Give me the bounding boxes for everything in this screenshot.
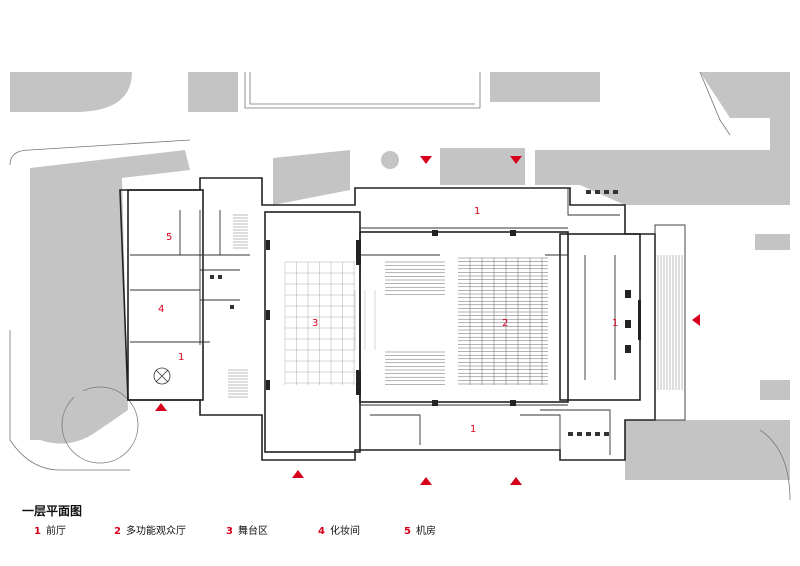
red-triangle-icon <box>420 156 432 164</box>
red-triangle-icon <box>510 156 522 164</box>
west-rotunda <box>153 367 171 385</box>
red-triangle-icon <box>292 470 304 478</box>
east-steps <box>657 255 683 390</box>
room-label: 1 <box>474 206 480 217</box>
columns <box>266 230 641 406</box>
room-label: 4 <box>158 304 164 315</box>
entrance-markers <box>155 156 700 485</box>
room-label: 2 <box>502 318 508 329</box>
west-stairs <box>228 214 248 398</box>
room-label: 1 <box>612 318 618 329</box>
red-triangle-icon <box>510 477 522 485</box>
stage-grid <box>284 261 376 385</box>
trees <box>74 151 789 402</box>
red-triangle-icon <box>420 477 432 485</box>
auditorium-seats <box>385 257 548 385</box>
site-lines <box>9 71 791 501</box>
room-label: 1 <box>470 424 476 435</box>
red-triangle-icon <box>692 314 700 326</box>
toilet-fixtures <box>210 190 618 436</box>
red-triangle-icon <box>155 403 167 411</box>
room-label: 5 <box>166 232 172 243</box>
interior-walls <box>130 188 620 455</box>
room-label: 1 <box>178 352 184 363</box>
room-labels: 1 1 1 1 2 3 4 5 <box>158 206 618 435</box>
plan-title: 一层平面图 <box>22 504 83 518</box>
room-label: 3 <box>312 318 318 329</box>
